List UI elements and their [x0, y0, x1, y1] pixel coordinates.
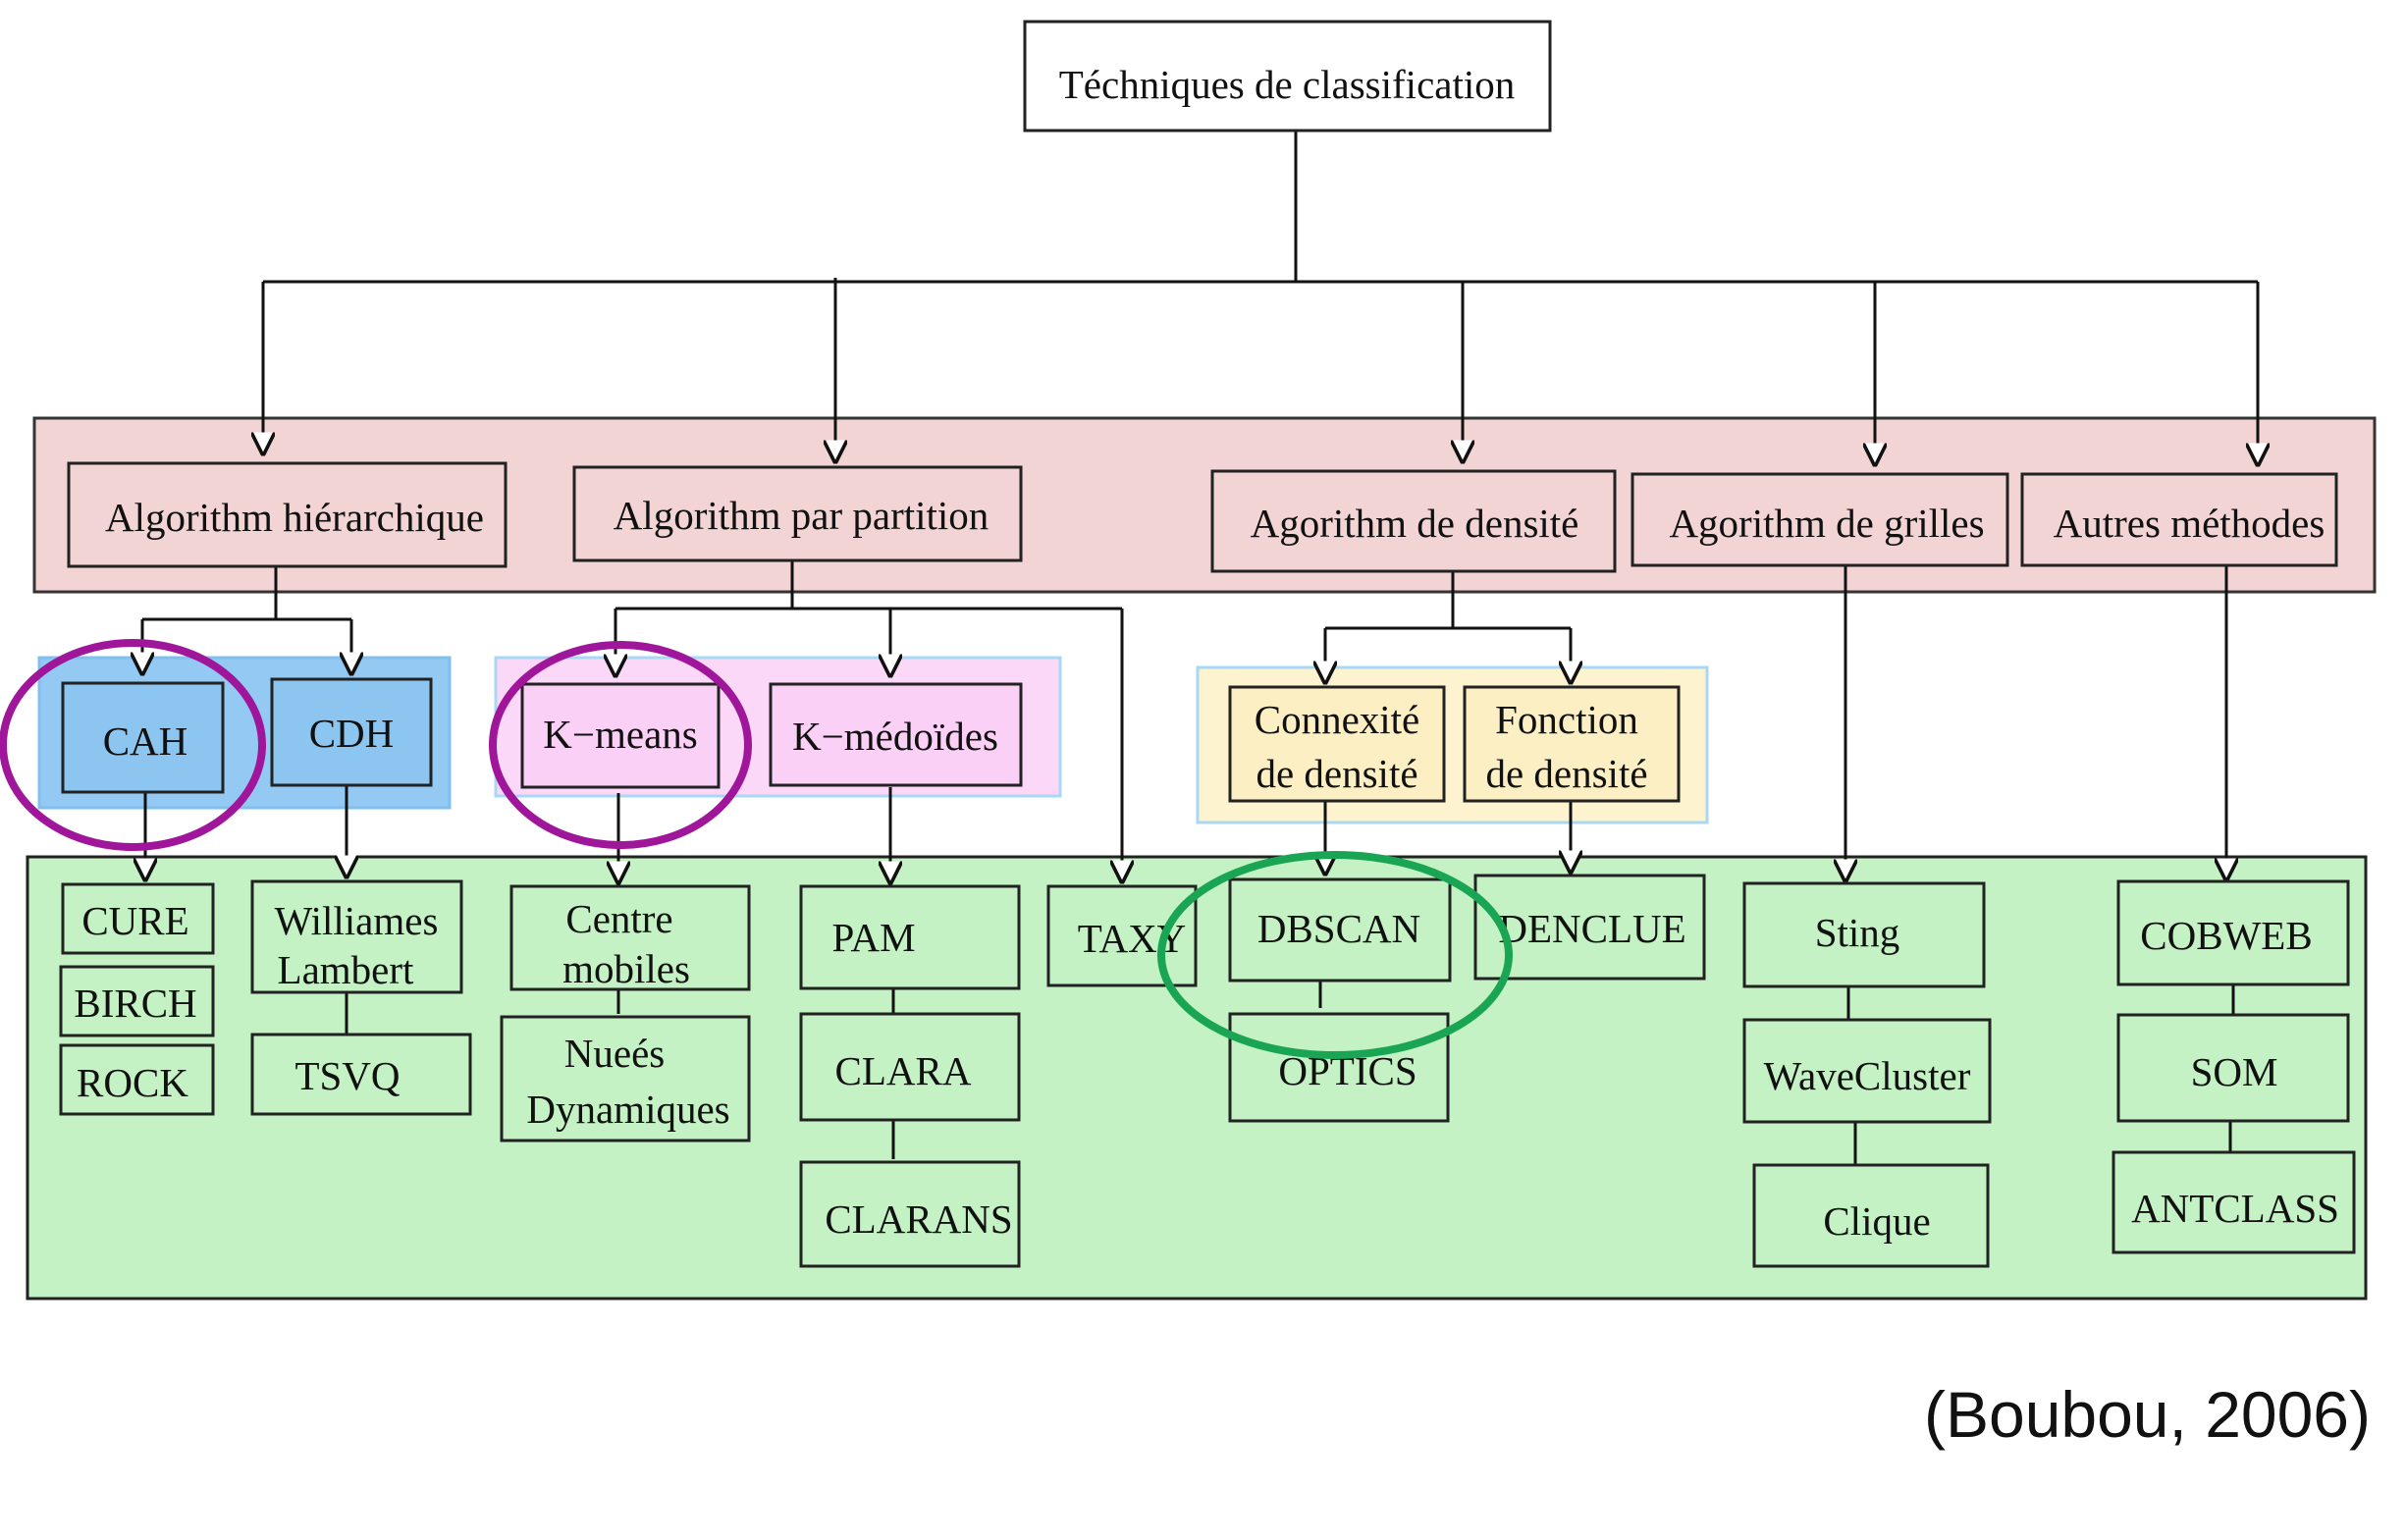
clara-label: CLARA: [835, 1048, 972, 1093]
highlight-dbscan-circle: [1157, 851, 1513, 1059]
node-antclass: ANTCLASS: [2112, 1150, 2356, 1254]
partition-label: Algorithm par partition: [614, 493, 989, 538]
nuees-label-line2: Dynamiques: [526, 1087, 729, 1132]
fonction-label-line2: de densité: [1485, 751, 1647, 796]
dbscan-label: DBSCAN: [1257, 906, 1420, 951]
node-other: Autres méthodes: [2020, 472, 2338, 567]
node-cah: CAH: [61, 681, 225, 794]
grid-label: Agorithm de grilles: [1669, 501, 1984, 546]
node-connexite: Connexité de densité: [1228, 685, 1446, 803]
kmeans-label: K−means: [543, 712, 697, 757]
node-dbscan: DBSCAN: [1228, 877, 1452, 982]
rock-label: ROCK: [77, 1060, 188, 1105]
citation-caption: (Boubou, 2006): [1923, 1378, 2371, 1451]
density-label: Agorithm de densité: [1251, 501, 1579, 546]
highlight-kmeans-circle: [489, 641, 752, 849]
clique-label: Clique: [1823, 1198, 1930, 1244]
connexite-label-line1: Connexité: [1255, 697, 1420, 742]
node-nuees: Nueés Dynamiques: [500, 1015, 751, 1142]
node-som: SOM: [2116, 1013, 2350, 1123]
node-williames: Williames Lambert: [250, 879, 463, 994]
tsvq-label: TSVQ: [294, 1053, 400, 1098]
cah-label: CAH: [103, 718, 188, 764]
nuees-label-line1: Nueés: [564, 1031, 665, 1076]
node-denclue: DENCLUE: [1473, 874, 1706, 981]
antclass-label: ANTCLASS: [2131, 1186, 2339, 1231]
node-taxy: TAXY: [1046, 884, 1198, 987]
highlight-cah-circle: [0, 639, 266, 851]
node-sting: Sting: [1742, 881, 1986, 988]
root-label: Téchniques de classification: [1059, 62, 1516, 107]
node-density: Agorithm de densité: [1210, 469, 1617, 573]
node-clique: Clique: [1752, 1163, 1990, 1268]
centre-label-line2: mobiles: [562, 946, 690, 991]
node-clara: CLARA: [799, 1012, 1021, 1122]
node-rock: ROCK: [59, 1043, 215, 1116]
connexite-label-line2: de densité: [1256, 751, 1417, 796]
node-root: Téchniques de classification: [1023, 20, 1552, 133]
fonction-label-line1: Fonction: [1495, 697, 1638, 742]
connectors: [142, 131, 2258, 1165]
node-kmedoids: K−médoïdes: [769, 682, 1023, 787]
clarans-label: CLARANS: [825, 1196, 1012, 1242]
node-fonction: Fonction de densité: [1463, 685, 1681, 803]
node-cdh: CDH: [270, 677, 433, 787]
som-label: SOM: [2191, 1049, 2278, 1094]
node-wavecluster: WaveCluster: [1742, 1018, 1992, 1124]
cobweb-label: COBWEB: [2140, 913, 2312, 958]
node-cobweb: COBWEB: [2116, 879, 2350, 986]
node-partition: Algorithm par partition: [572, 465, 1023, 562]
node-hierarchical: Algorithm hiérarchique: [67, 461, 508, 568]
kmedoids-label: K−médoïdes: [792, 714, 998, 759]
pam-label: PAM: [831, 915, 915, 960]
node-optics: OPTICS: [1228, 1012, 1450, 1123]
node-tsvq: TSVQ: [250, 1033, 472, 1116]
sting-label: Sting: [1815, 910, 1900, 955]
node-kmeans: K−means: [520, 682, 721, 789]
node-grid: Agorithm de grilles: [1631, 472, 2009, 567]
williames-label-line1: Williames: [275, 898, 439, 943]
node-centre: Centre mobiles: [509, 884, 751, 991]
birch-label: BIRCH: [74, 981, 196, 1026]
denclue-label: DENCLUE: [1498, 906, 1685, 951]
cure-label: CURE: [81, 898, 188, 943]
other-label: Autres méthodes: [2054, 501, 2326, 546]
node-cure: CURE: [61, 882, 215, 955]
wavecluster-label: WaveCluster: [1764, 1053, 1971, 1098]
node-clarans: CLARANS: [799, 1160, 1021, 1268]
williames-label-line2: Lambert: [278, 947, 414, 992]
node-birch: BIRCH: [59, 965, 215, 1037]
cdh-label: CDH: [309, 711, 395, 756]
node-pam: PAM: [799, 884, 1021, 990]
centre-label-line1: Centre: [565, 896, 672, 941]
hierarchical-label: Algorithm hiérarchique: [105, 495, 484, 540]
